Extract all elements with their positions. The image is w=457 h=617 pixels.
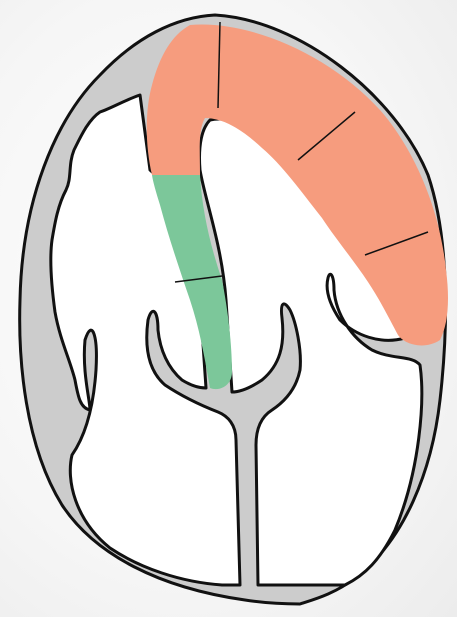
heart-diagram bbox=[0, 0, 457, 617]
diagram-canvas bbox=[0, 0, 457, 617]
